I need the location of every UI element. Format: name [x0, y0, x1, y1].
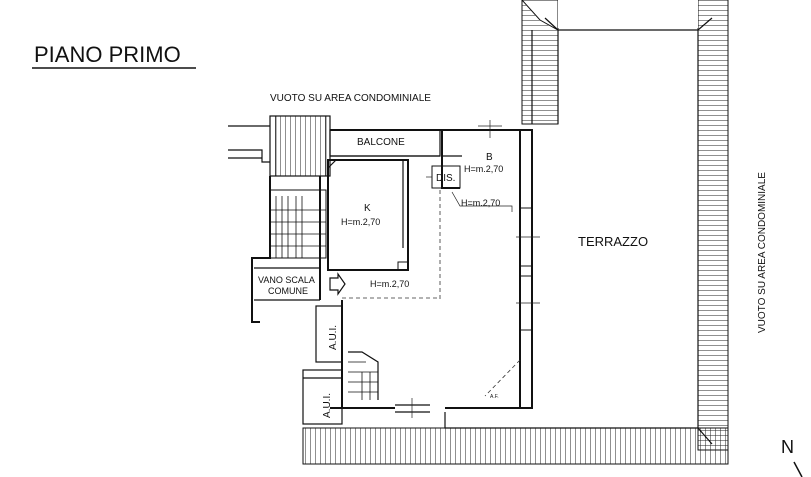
main-height: H=m.2,70	[370, 279, 409, 289]
terrace-roof-hatch	[302, 0, 729, 465]
aui-label-1: A.U.I.	[328, 325, 339, 350]
dis-height: H=m.2,70	[461, 198, 500, 208]
kitchen-height: H=m.2,70	[341, 217, 380, 227]
dis-leader	[451, 191, 513, 212]
kitchen-label: K	[364, 203, 371, 214]
dashed-lines	[342, 190, 521, 397]
aui-blocks	[302, 305, 343, 425]
bath-height: H=m.2,70	[464, 164, 503, 174]
stair-label-line2: COMUNE	[268, 286, 308, 296]
north-arrow-icon	[793, 461, 803, 477]
kitchen-walls	[327, 159, 409, 271]
right-wall-windows	[516, 207, 540, 331]
north-label: N	[781, 437, 794, 457]
bath-label: B	[486, 152, 493, 163]
stair-label-line1: VANO SCALA	[258, 275, 315, 285]
dis-walls	[426, 165, 461, 189]
void-right-label: VUOTO SU AREA CONDOMINIALE	[757, 172, 768, 333]
void-top-label: VUOTO SU AREA CONDOMINIALE	[270, 93, 431, 104]
balcone-label: BALCONE	[357, 137, 405, 148]
common-stairwell	[228, 115, 331, 323]
dis-label: DIS.	[436, 173, 455, 184]
aui-label-2: A.U.I.	[322, 393, 333, 418]
page-title: PIANO PRIMO	[34, 42, 181, 67]
internal-stairs	[348, 351, 379, 400]
af-label: A.F.	[490, 394, 499, 400]
terrace-outline	[444, 17, 713, 445]
entry-arrow-icon	[329, 272, 346, 296]
terrazzo-label: TERRAZZO	[578, 234, 648, 249]
